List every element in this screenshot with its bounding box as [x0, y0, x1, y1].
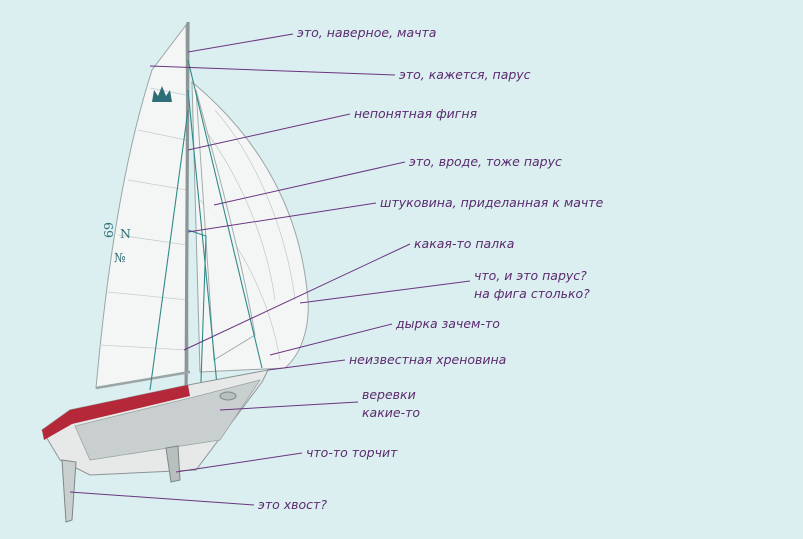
- label-unknown-device: неизвестная хреновина: [349, 352, 506, 367]
- label-spinnaker-line2: на фига столько?: [474, 286, 590, 301]
- label-sail-main: это, кажется, парус: [399, 67, 531, 82]
- sail-letter: N: [120, 226, 131, 241]
- spinnaker-seam: [204, 129, 276, 301]
- leader-line-spinnaker: [299, 280, 471, 304]
- label-sail-jib: это, вроде, тоже парус: [409, 154, 562, 169]
- leader-line-sail-jib: [213, 161, 406, 206]
- leader-line-sail-main: [149, 65, 396, 76]
- label-stick: какая-то палка: [414, 236, 514, 251]
- label-unknown-thing: непонятная фигня: [354, 106, 478, 121]
- main-sail-seam: [107, 291, 189, 301]
- hull-red-stripe: [42, 385, 190, 440]
- jib-sail: [195, 89, 256, 361]
- leader-line-keel: [175, 452, 303, 473]
- main-sail-seam: [117, 234, 188, 246]
- mast: [184, 21, 190, 411]
- rudder: [61, 459, 77, 523]
- leader-line-unknown-device: [267, 359, 346, 371]
- sail-class-digits: 69: [101, 222, 116, 238]
- spinnaker-seam: [214, 109, 296, 301]
- rigging-line: [187, 229, 207, 411]
- label-hole: дырка зачем-то: [395, 316, 500, 331]
- main-sail-seam: [149, 87, 187, 96]
- label-mast-attachment: штуковина, приделанная к мачте: [380, 195, 604, 210]
- boom: [95, 370, 191, 390]
- main-sail: [95, 23, 189, 389]
- keel: [165, 445, 181, 483]
- leader-line-unknown-thing: [187, 113, 351, 151]
- hull: [41, 369, 269, 476]
- main-sail-seam: [137, 129, 187, 141]
- leader-line-hole: [269, 323, 393, 356]
- label-ropes-line2: какие-то: [362, 405, 420, 420]
- leader-line-rudder: [69, 491, 255, 506]
- rigging-line: [187, 59, 263, 369]
- label-rudder: это хвост?: [258, 497, 327, 512]
- sail-number-sign: №: [114, 250, 126, 265]
- winch: [219, 391, 237, 401]
- label-spinnaker-line1: что, и это парус?: [474, 268, 587, 283]
- label-ropes-line1: веревки: [362, 387, 416, 402]
- leader-line-mast: [187, 33, 294, 53]
- label-mast: это, наверное, мачта: [297, 25, 436, 40]
- leader-line-ropes: [219, 401, 359, 411]
- rigging-line: [187, 89, 219, 396]
- crown-logo: [152, 86, 172, 102]
- leader-line-mast-attachment: [187, 202, 377, 233]
- label-keel: что-то торчит: [306, 445, 398, 460]
- rigging-line: [149, 109, 189, 391]
- main-sail-seam: [99, 344, 189, 351]
- leader-line-stick: [183, 243, 411, 351]
